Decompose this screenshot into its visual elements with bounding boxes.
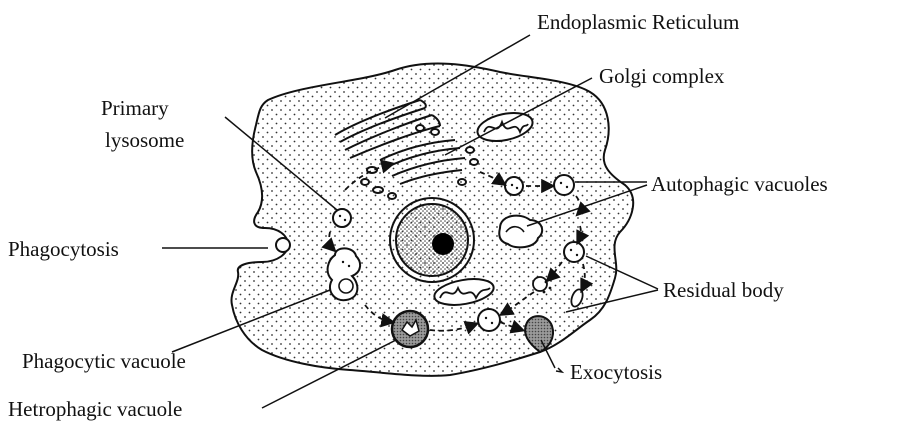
label-phagocytosis: Phagocytosis [8,237,119,261]
label-hetrophagic-vacuole: Hetrophagic vacuole [8,397,182,421]
autophagic-vacuole-2 [554,175,574,195]
primary-lysosome [333,209,351,227]
secondary-lysosome [478,309,500,331]
engulfed-particle [276,238,290,252]
label-golgi-complex: Golgi complex [599,64,725,88]
label-endoplasmic-reticulum: Endoplasmic Reticulum [537,10,739,34]
nucleus [390,198,474,282]
autophagic-vacuole-3 [499,216,542,248]
phagocytic-vacuole [328,248,361,300]
heterophagic-vacuole [392,311,428,347]
label-exocytosis: Exocytosis [570,360,662,384]
nucleolus [432,233,454,255]
label-phagocytic-vacuole: Phagocytic vacuole [22,349,186,373]
label-autophagic-vacuoles: Autophagic vacuoles [651,172,828,196]
residual-body-1 [564,242,584,262]
label-primary-lysosome-line1: Primary [101,96,169,120]
autophagic-vacuole-1 [505,177,523,195]
label-primary-lysosome-line2: lysosome [105,128,184,152]
label-residual-body: Residual body [663,278,784,302]
